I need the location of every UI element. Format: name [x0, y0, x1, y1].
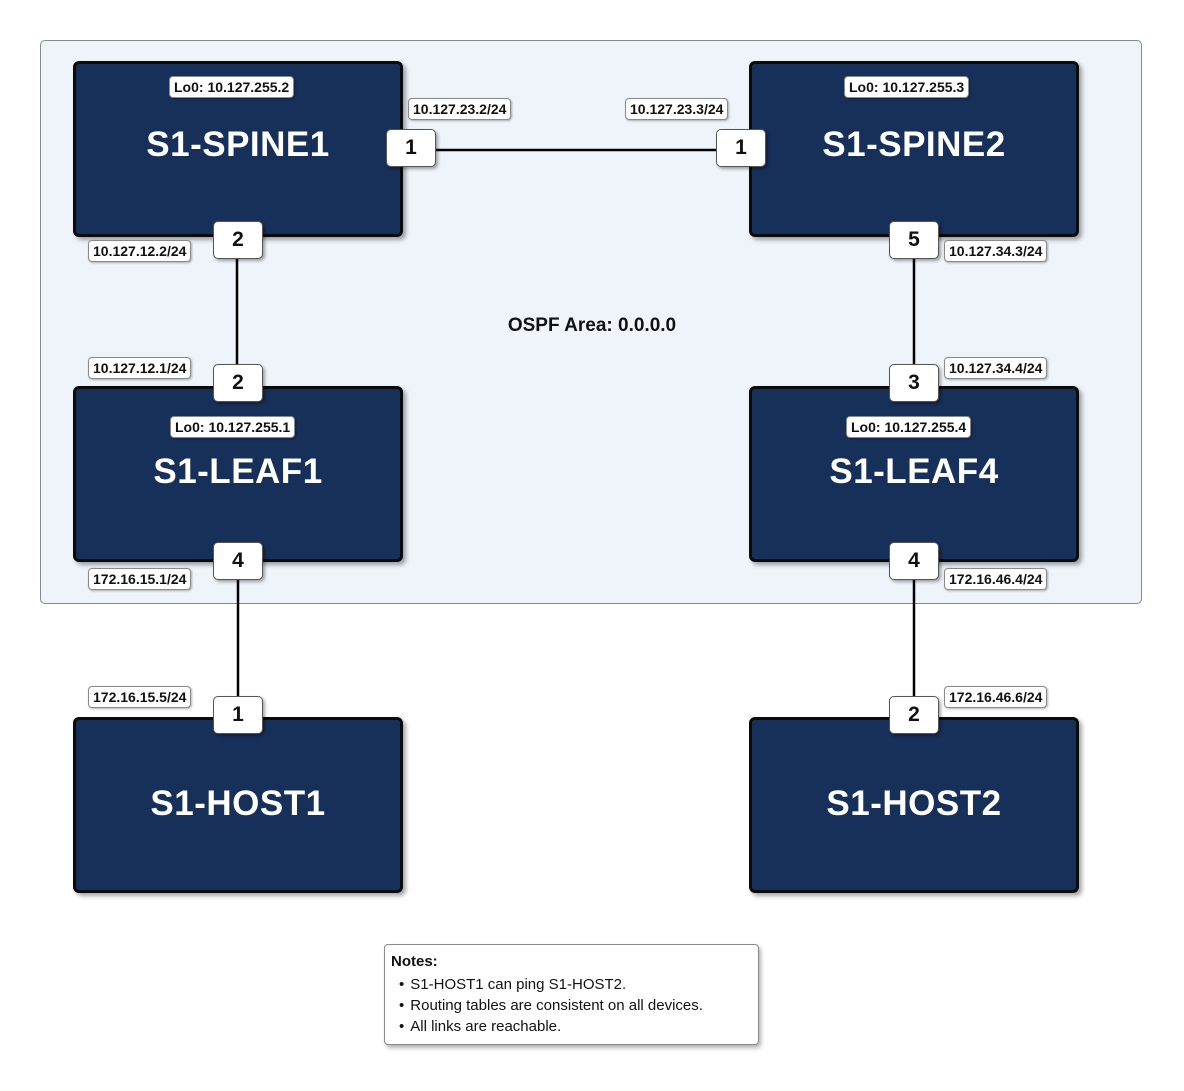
loopback-label: Lo0: 10.127.255.2	[169, 76, 295, 98]
port-leaf1-e2[interactable]: 2	[213, 364, 263, 402]
loopback-label: Lo0: 10.127.255.4	[846, 416, 972, 438]
port-host2-e2[interactable]: 2	[889, 696, 939, 734]
device-leaf4[interactable]: S1-LEAF4	[749, 386, 1079, 562]
device-name: S1-HOST2	[826, 784, 1002, 823]
ip-label-spine2-e1: 10.127.23.3/24	[625, 98, 729, 120]
device-name: S1-SPINE2	[822, 125, 1006, 164]
loopback-label: Lo0: 10.127.255.1	[170, 416, 296, 438]
device-leaf1[interactable]: S1-LEAF1	[73, 386, 403, 562]
ip-label-leaf4-e3: 10.127.34.4/24	[944, 357, 1048, 379]
ospf-area-label: OSPF Area: 0.0.0.0	[507, 315, 677, 336]
ip-label-spine1-e2: 10.127.12.2/24	[88, 240, 192, 262]
device-host2[interactable]: S1-HOST2	[749, 717, 1079, 893]
ip-label-leaf1-e4: 172.16.15.1/24	[88, 568, 192, 590]
device-name: S1-LEAF1	[153, 452, 323, 491]
device-name: S1-SPINE1	[146, 125, 330, 164]
ip-label-host1-e1: 172.16.15.5/24	[88, 686, 192, 708]
ip-label-spine2-e5: 10.127.34.3/24	[944, 240, 1048, 262]
notes-box: Notes: S1-HOST1 can ping S1-HOST2. Routi…	[384, 944, 759, 1045]
device-host1[interactable]: S1-HOST1	[73, 717, 403, 893]
ip-label-leaf4-e4: 172.16.46.4/24	[944, 568, 1048, 590]
ip-label-spine1-e1: 10.127.23.2/24	[408, 98, 512, 120]
loopback-label: Lo0: 10.127.255.3	[844, 76, 970, 98]
port-spine2-e5[interactable]: 5	[889, 221, 939, 259]
ip-label-leaf1-e2: 10.127.12.1/24	[88, 357, 192, 379]
notes-title: Notes:	[391, 953, 438, 970]
device-name: S1-HOST1	[150, 784, 326, 823]
note-item: Routing tables are consistent on all dev…	[399, 995, 750, 1016]
note-item: S1-HOST1 can ping S1-HOST2.	[399, 974, 750, 995]
port-leaf4-e3[interactable]: 3	[889, 364, 939, 402]
device-name: S1-LEAF4	[829, 452, 999, 491]
port-spine1-e2[interactable]: 2	[213, 221, 263, 259]
port-host1-e1[interactable]: 1	[213, 696, 263, 734]
port-spine2-e1[interactable]: 1	[716, 129, 766, 167]
port-leaf1-e4[interactable]: 4	[213, 542, 263, 580]
ip-label-host2-e2: 172.16.46.6/24	[944, 686, 1048, 708]
port-leaf4-e4[interactable]: 4	[889, 542, 939, 580]
note-item: All links are reachable.	[399, 1016, 750, 1037]
port-spine1-e1[interactable]: 1	[386, 129, 436, 167]
notes-list: S1-HOST1 can ping S1-HOST2. Routing tabl…	[391, 974, 750, 1037]
